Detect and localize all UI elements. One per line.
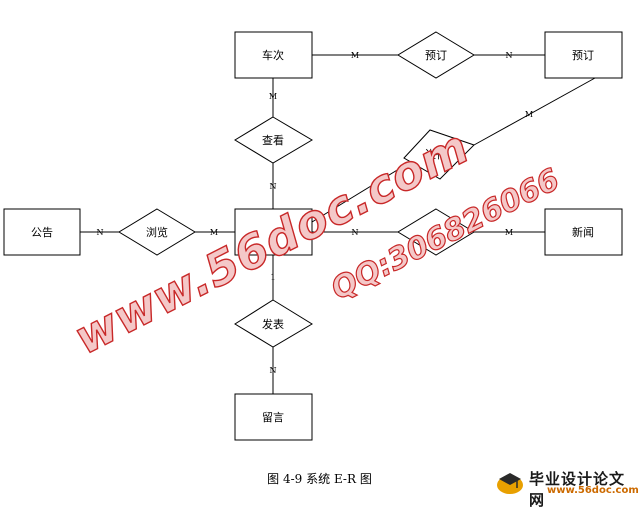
card-right-xinwen: M (505, 228, 513, 237)
relationship-jinxing: 进行 (403, 129, 475, 180)
relationship-jinxing-label: 进行 (425, 148, 447, 161)
card-checi-chakan: M (269, 92, 277, 101)
entity-checi-label: 车次 (262, 48, 284, 62)
entity-center (234, 208, 313, 256)
card-center-right: N (352, 228, 359, 237)
entity-yuding-label: 预订 (572, 49, 594, 62)
card-liulan-center: M (210, 228, 218, 237)
relationship-fabiao: 发表 (234, 299, 313, 348)
entity-checi: 车次 (234, 31, 313, 79)
relationship-yuding-label: 预订 (425, 49, 447, 62)
relationship-yuding: 预订 (397, 31, 475, 79)
card-checi-yuding: M (351, 51, 359, 60)
brand-url: www.56doc.com (547, 485, 639, 496)
card-gonggao-liulan: N (97, 228, 104, 237)
entity-yuding: 预订 (544, 31, 623, 79)
card-jinxing-yuding: M (525, 110, 533, 119)
edge-yuding-jinxing (473, 77, 596, 146)
entity-liuyan: 留言 (234, 393, 313, 441)
relationship-chakan: 查看 (234, 116, 313, 164)
relationship-liulan: 浏览 (118, 208, 196, 256)
cardinalities: M N M N M N M N M 1 N (97, 51, 534, 375)
relationship-liulan-label: 浏览 (146, 225, 168, 239)
relationship-chakan-label: 查看 (262, 133, 284, 147)
figure-caption: 图 4-9 系统 E-R 图 (267, 472, 372, 486)
entity-xinwen: 新闻 (544, 208, 623, 256)
card-chakan-center: N (270, 182, 277, 191)
relationship-fabiao-label: 发表 (262, 317, 284, 331)
entity-liuyan-label: 留言 (262, 411, 284, 424)
card-yuding-yuding: N (506, 51, 513, 60)
relationship-right (397, 208, 475, 256)
entity-gonggao: 公告 (3, 208, 81, 256)
entity-xinwen-label: 新闻 (572, 225, 594, 239)
er-diagram: 车次 预订 公告 新闻 留言 预订 查看 进行 浏览 发表 (3, 31, 623, 441)
site-brand: 毕业设计论文网 www.56doc.com (485, 468, 639, 509)
entity-gonggao-label: 公告 (31, 226, 53, 239)
card-center-fabiao: 1 (270, 273, 275, 282)
brand-logo-icon (497, 473, 523, 494)
card-fabiao-liuyan: N (270, 366, 277, 375)
